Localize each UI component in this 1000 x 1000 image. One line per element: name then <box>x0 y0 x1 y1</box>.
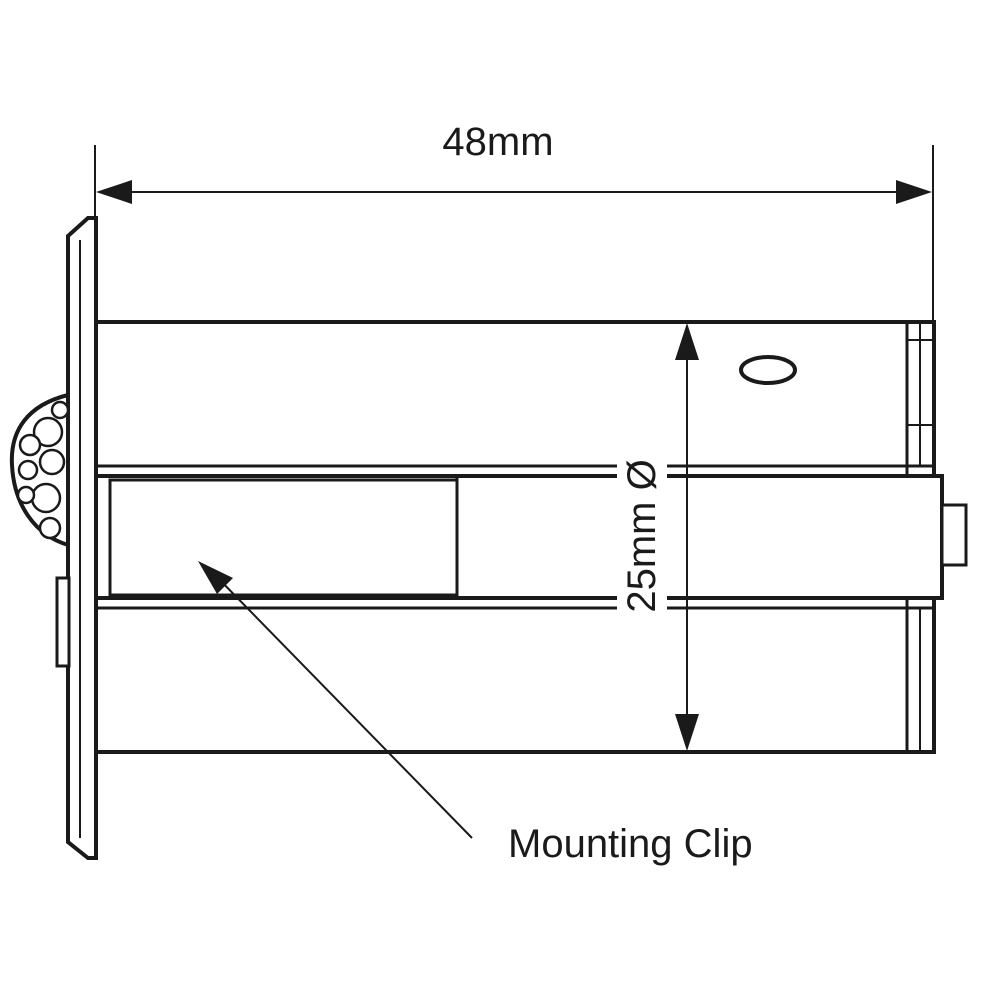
front-flange <box>66 216 98 860</box>
body-vent-hole <box>739 355 797 385</box>
diameter-label: 25mm Ø <box>620 459 664 612</box>
mounting-clip-label: Mounting Clip <box>508 822 753 866</box>
flange-side-tab <box>55 576 71 668</box>
diameter-label-backing <box>617 438 667 634</box>
width-label: 48mm <box>442 120 553 164</box>
arrow-head-right <box>896 180 932 204</box>
diameter-dimension <box>675 323 699 751</box>
width-dimension <box>94 145 934 322</box>
arrow-head-bottom <box>675 714 699 751</box>
arrow-head-left <box>96 180 132 204</box>
pir-lens-dome <box>9 392 70 548</box>
arrow-head-top <box>675 323 699 360</box>
mounting-clip <box>94 474 968 600</box>
mounting-clip-leader <box>198 561 473 839</box>
